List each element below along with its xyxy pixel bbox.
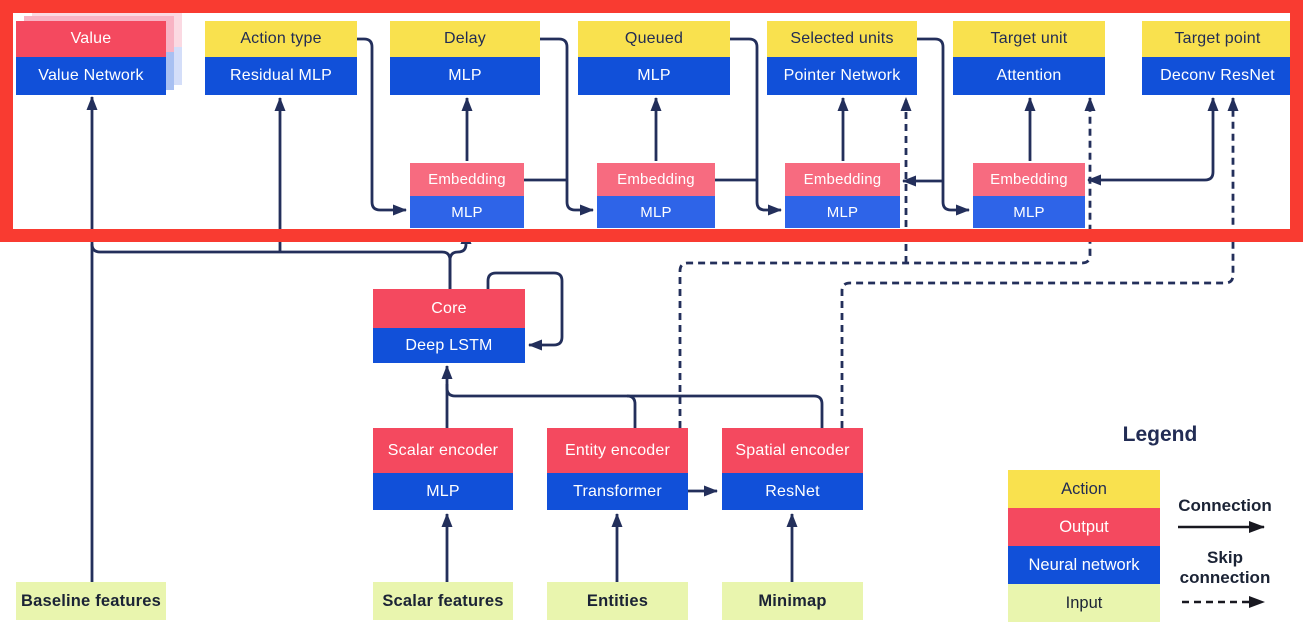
node-queued-network-label: MLP	[578, 57, 730, 95]
node-value-network-label: Value Network	[16, 57, 166, 95]
conn-action-type-to-embedding1	[357, 37, 407, 216]
node-baseline-features: Baseline features	[16, 582, 166, 620]
node-entity-encoder: Entity encoder Transformer	[547, 428, 688, 510]
node-selected-units-network-label: Pointer Network	[767, 57, 917, 95]
node-queued: Queued MLP	[578, 21, 730, 95]
node-entities: Entities	[547, 582, 688, 620]
legend-title: Legend	[1122, 423, 1198, 446]
legend-skip-connection-label: Skip connection	[1179, 548, 1271, 587]
node-queued-action-label: Queued	[578, 21, 730, 57]
legend-item-output: Output	[1008, 508, 1160, 546]
node-embedding-4-output-label: Embedding	[973, 163, 1085, 196]
conn-spatial-encoder-bus	[445, 384, 824, 428]
conn-core-bus-to-embedding1	[448, 230, 472, 289]
node-embedding-1-network-label: MLP	[410, 196, 524, 228]
node-target-unit-action-label: Target unit	[953, 21, 1105, 57]
node-embedding-1: Embedding MLP	[410, 163, 524, 228]
node-scalar-encoder: Scalar encoder MLP	[373, 428, 513, 510]
node-selected-units: Selected units Pointer Network	[767, 21, 917, 95]
conn-core-bus-left	[90, 243, 452, 289]
node-embedding-4-network-label: MLP	[973, 196, 1085, 228]
node-minimap: Minimap	[722, 582, 863, 620]
conn-entity-encoder-bus-join	[626, 394, 637, 428]
conn-selected-units-to-embedding4	[917, 37, 970, 216]
node-spatial-encoder: Spatial encoder ResNet	[722, 428, 863, 510]
legend-item-input: Input	[1008, 584, 1160, 622]
node-embedding-3-network-label: MLP	[785, 196, 900, 228]
node-delay-action-label: Delay	[390, 21, 540, 57]
node-embedding-3-output-label: Embedding	[785, 163, 900, 196]
conn-queued-to-embedding3	[730, 37, 782, 216]
node-scalar-encoder-network-label: MLP	[373, 473, 513, 510]
node-entity-encoder-output-label: Entity encoder	[547, 428, 688, 473]
node-target-unit: Target unit Attention	[953, 21, 1105, 95]
node-target-point: Target point Deconv ResNet	[1142, 21, 1293, 95]
conn-lstm-recurrent-loop	[486, 271, 564, 351]
conn-delay-to-embedding2	[540, 37, 594, 216]
node-selected-units-action-label: Selected units	[767, 21, 917, 57]
legend-item-action: Action	[1008, 470, 1160, 508]
legend-item-neural-network: Neural network	[1008, 546, 1160, 584]
skip-spatial-encoder-to-deconv-resnet	[840, 97, 1239, 428]
node-core-output-label: Core	[373, 289, 525, 328]
node-action-type-network-label: Residual MLP	[205, 57, 357, 95]
node-embedding-2: Embedding MLP	[597, 163, 715, 228]
node-delay-network-label: MLP	[390, 57, 540, 95]
node-scalar-features: Scalar features	[373, 582, 513, 620]
node-scalar-encoder-output-label: Scalar encoder	[373, 428, 513, 473]
node-core-network-label: Deep LSTM	[373, 328, 525, 363]
node-target-point-action-label: Target point	[1142, 21, 1293, 57]
node-entity-encoder-network-label: Transformer	[547, 473, 688, 510]
node-value-output-label: Value	[16, 21, 166, 57]
node-embedding-3: Embedding MLP	[785, 163, 900, 228]
node-spatial-encoder-output-label: Spatial encoder	[722, 428, 863, 473]
node-embedding-4: Embedding MLP	[973, 163, 1085, 228]
node-embedding-2-network-label: MLP	[597, 196, 715, 228]
skip-entity-encoder-to-attention	[678, 97, 1096, 428]
node-embedding-2-output-label: Embedding	[597, 163, 715, 196]
node-target-unit-network-label: Attention	[953, 57, 1105, 95]
node-action-type: Action type Residual MLP	[205, 21, 357, 95]
legend-connection-label: Connection	[1178, 496, 1272, 515]
node-spatial-encoder-network-label: ResNet	[722, 473, 863, 510]
node-core: Core Deep LSTM	[373, 289, 525, 363]
conn-embedding4-to-deconv-resnet	[1087, 97, 1219, 186]
node-delay: Delay MLP	[390, 21, 540, 95]
node-embedding-1-output-label: Embedding	[410, 163, 524, 196]
node-value: Value Value Network	[16, 21, 166, 95]
node-action-type-action-label: Action type	[205, 21, 357, 57]
node-target-point-network-label: Deconv ResNet	[1142, 57, 1293, 95]
